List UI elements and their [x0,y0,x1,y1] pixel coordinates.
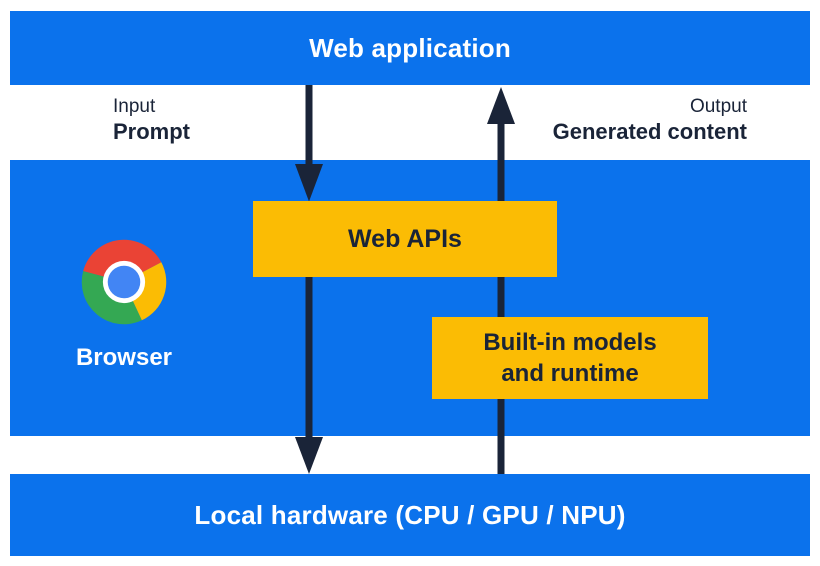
web-application-bar: Web application [10,11,810,85]
builtin-models-label-line1: Built-in models [483,329,657,356]
arrow-down-icon [295,85,323,474]
web-application-label: Web application [309,32,511,63]
builtin-models-box: Built-in models and runtime [432,317,708,399]
web-apis-box: Web APIs [253,201,557,277]
input-value-label: Prompt [113,119,190,144]
local-hardware-label: Local hardware (CPU / GPU / NPU) [194,499,626,530]
arrow-up-icon [487,87,515,474]
input-caption: Input [113,96,156,117]
web-apis-label: Web APIs [348,224,462,253]
builtin-models-label-line2: and runtime [501,360,639,387]
output-label-group: Output Generated content [553,96,747,145]
output-value-label: Generated content [552,119,747,144]
browser-label: Browser [75,344,173,371]
local-hardware-bar: Local hardware (CPU / GPU / NPU) [10,474,810,556]
chrome-logo-icon [81,239,167,325]
input-label-group: Input Prompt [113,96,190,145]
output-caption: Output [689,96,747,117]
